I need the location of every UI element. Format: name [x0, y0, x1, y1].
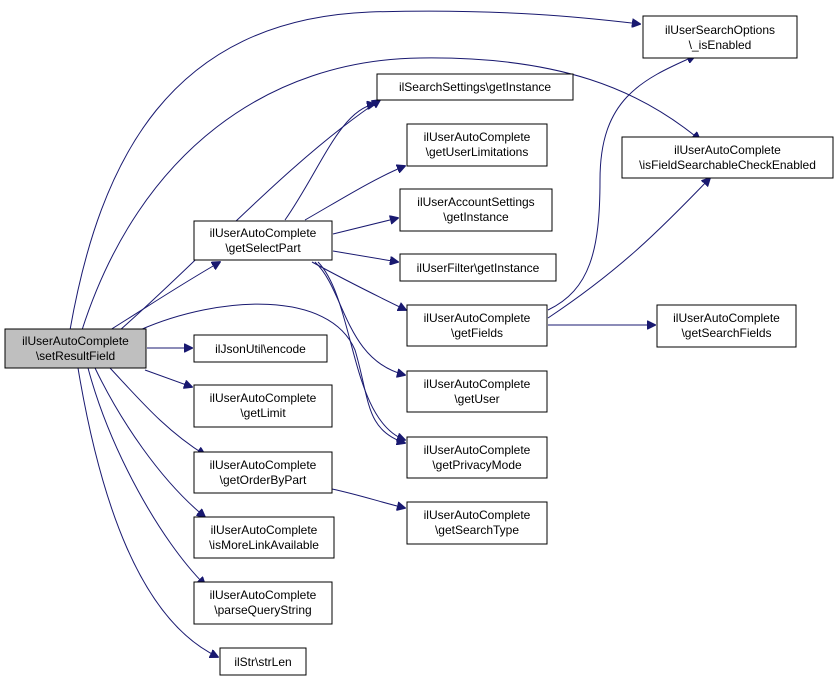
- node-get-search-type-line1: ilUserAutoComplete: [424, 508, 531, 522]
- edge-root-to-parse-query-string: [87, 367, 205, 585]
- edge-select-part-to-get-user: [314, 261, 405, 375]
- node-get-user-line2: \getUser: [454, 392, 499, 406]
- node-root-line1: ilUserAutoComplete: [22, 334, 129, 348]
- node-get-search-fields-line2: \getSearchFields: [681, 326, 771, 340]
- edge-select-part-to-user-filter: [332, 250, 398, 262]
- node-get-select-part[interactable]: ilUserAutoComplete \getSelectPart: [193, 220, 333, 261]
- node-search-settings-line1: ilSearchSettings\getInstance: [399, 80, 551, 94]
- edge-root-to-search-options-enabled: [69, 10, 640, 331]
- node-get-fields-line2: \getFields: [451, 326, 503, 340]
- edge-root-to-get-privacy-mode: [139, 303, 405, 443]
- node-search-options-enabled-line2: \_isEnabled: [689, 38, 752, 52]
- node-is-more-link-available-line1: ilUserAutoComplete: [211, 523, 318, 537]
- node-get-order-by-part-line2: \getOrderByPart: [220, 473, 307, 487]
- edge-root-to-field-searchable: [81, 57, 700, 331]
- edge-select-part-to-user-limitations: [304, 166, 405, 221]
- edge-fields-to-field-searchable: [547, 178, 710, 319]
- node-get-user[interactable]: ilUserAutoComplete \getUser: [406, 370, 548, 413]
- node-account-settings-line1: ilUserAccountSettings: [417, 195, 534, 209]
- node-get-privacy-mode[interactable]: ilUserAutoComplete \getPrivacyMode: [406, 436, 548, 479]
- node-user-filter-line1: ilUserFilter\getInstance: [417, 261, 540, 275]
- edge-select-part-to-get-privacy-mode: [317, 261, 405, 440]
- edge-root-to-is-more-link-available: [94, 367, 205, 517]
- node-get-search-fields[interactable]: ilUserAutoComplete \getSearchFields: [656, 304, 797, 348]
- node-field-searchable-line2: \isFieldSearchableCheckEnabled: [639, 158, 816, 172]
- node-is-more-link-available-line2: \isMoreLinkAvailable: [209, 538, 319, 552]
- node-user-limitations-line1: ilUserAutoComplete: [424, 130, 531, 144]
- node-user-filter[interactable]: ilUserFilter\getInstance: [399, 253, 557, 282]
- node-search-options-enabled[interactable]: ilUserSearchOptions \_isEnabled: [642, 15, 798, 59]
- node-user-limitations-line2: \getUserLimitations: [426, 145, 529, 159]
- node-json-encode[interactable]: ilJsonUtil\encode: [193, 334, 328, 363]
- node-parse-query-string-line1: ilUserAutoComplete: [210, 588, 317, 602]
- node-str-len[interactable]: ilStr\strLen: [219, 647, 307, 676]
- node-get-user-line1: ilUserAutoComplete: [424, 377, 531, 391]
- edge-order-by-to-search-type: [331, 488, 405, 508]
- node-account-settings-line2: \getInstance: [443, 210, 509, 224]
- node-get-fields-line1: ilUserAutoComplete: [424, 311, 531, 325]
- edge-root-to-get-limit: [144, 369, 192, 387]
- node-get-limit[interactable]: ilUserAutoComplete \getLimit: [193, 384, 333, 428]
- node-get-search-type-line2: \getSearchType: [435, 523, 519, 537]
- edge-root-to-get-select-part: [109, 262, 220, 331]
- node-get-select-part-line1: ilUserAutoComplete: [210, 226, 317, 240]
- node-search-settings[interactable]: ilSearchSettings\getInstance: [376, 73, 574, 101]
- edge-select-part-to-get-fields: [311, 261, 406, 310]
- node-field-searchable[interactable]: ilUserAutoComplete \isFieldSearchableChe…: [621, 136, 834, 179]
- node-user-limitations[interactable]: ilUserAutoComplete \getUserLimitations: [406, 123, 548, 167]
- edge-root-to-search-settings: [119, 100, 380, 331]
- node-get-order-by-part-line1: ilUserAutoComplete: [210, 458, 317, 472]
- edge-select-part-to-account-settings: [332, 218, 398, 235]
- node-get-limit-line2: \getLimit: [240, 406, 286, 420]
- edge-fields-to-search-options-enabled: [547, 56, 695, 311]
- node-str-len-line1: ilStr\strLen: [234, 655, 291, 669]
- node-root[interactable]: ilUserAutoComplete \setResultField: [4, 328, 147, 369]
- node-is-more-link-available[interactable]: ilUserAutoComplete \isMoreLinkAvailable: [193, 516, 335, 559]
- node-get-search-fields-line1: ilUserAutoComplete: [673, 311, 780, 325]
- node-get-select-part-line2: \getSelectPart: [225, 241, 301, 255]
- node-get-limit-line1: ilUserAutoComplete: [210, 391, 317, 405]
- node-search-options-enabled-line1: ilUserSearchOptions: [665, 23, 775, 37]
- node-get-search-type[interactable]: ilUserAutoComplete \getSearchType: [406, 501, 548, 545]
- node-parse-query-string[interactable]: ilUserAutoComplete \parseQueryString: [193, 581, 333, 625]
- edge-root-to-str-len: [77, 367, 218, 657]
- node-account-settings[interactable]: ilUserAccountSettings \getInstance: [399, 188, 553, 232]
- node-get-privacy-mode-line2: \getPrivacyMode: [432, 458, 522, 472]
- edge-select-part-to-search-settings: [284, 104, 375, 221]
- node-json-encode-line1: ilJsonUtil\encode: [215, 342, 306, 356]
- node-field-searchable-line1: ilUserAutoComplete: [674, 143, 781, 157]
- node-get-order-by-part[interactable]: ilUserAutoComplete \getOrderByPart: [193, 451, 333, 494]
- node-parse-query-string-line2: \parseQueryString: [214, 603, 311, 617]
- edge-root-to-get-order-by-part: [109, 367, 205, 455]
- node-get-fields[interactable]: ilUserAutoComplete \getFields: [406, 304, 548, 347]
- call-edges: [69, 10, 710, 657]
- node-get-privacy-mode-line1: ilUserAutoComplete: [424, 443, 531, 457]
- node-root-line2: \setResultField: [36, 349, 115, 363]
